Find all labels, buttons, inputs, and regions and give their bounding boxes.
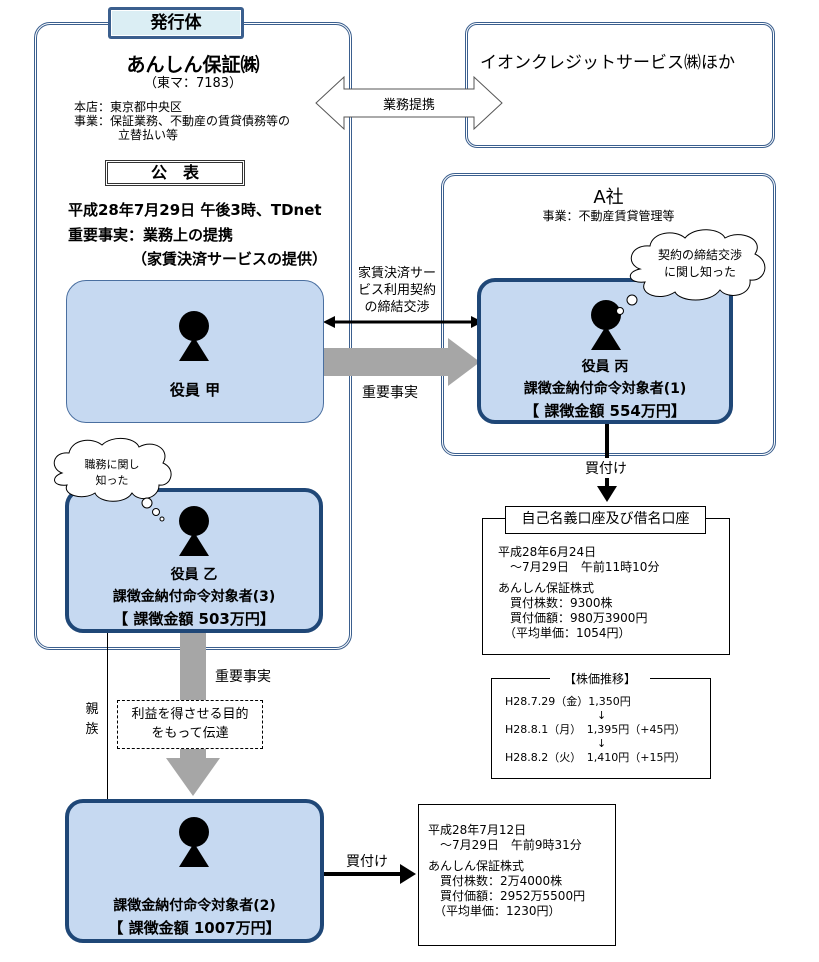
officer-otsu-penalty: 【 課徴金額 503万円】	[113, 610, 275, 628]
purchase-label-relative: 買付け	[346, 854, 388, 870]
thought-cloud-hei	[616, 229, 766, 315]
relative-penalty: 【 課徴金額 1007万円】	[108, 919, 281, 937]
account-details: 平成28年6月24日 ～7月29日 午前11時10分 あんしん保証株式 買付株数…	[498, 545, 660, 640]
relative-line	[107, 633, 108, 801]
material-fact: 重要事実：業務上の提携	[68, 226, 234, 244]
company-a-name: A社	[593, 187, 624, 208]
stock-price-title: 【株価推移】	[550, 670, 650, 687]
relative-target: 課徴金納付命令対象者(2)	[113, 898, 276, 914]
purchase-label-hei: 買付け	[583, 458, 629, 478]
person-icon	[179, 817, 209, 867]
officer-ko-box: 役員 甲	[66, 280, 324, 423]
stock-price-row: H28.8.1（月） 1,395円（+45円）	[505, 723, 686, 736]
officer-hei-penalty: 【 課徴金額 554万円】	[524, 402, 686, 420]
negotiation-label: 家賃決済サー ビス利用契約 の締結交渉	[357, 266, 436, 315]
alliance-double-arrow	[315, 75, 503, 131]
thought-cloud-otsu	[53, 438, 172, 522]
stock-price-row: H28.8.2（火） 1,410円（+15円）	[505, 751, 686, 764]
issuer-header-label: 発行体	[111, 10, 241, 36]
officer-hei-name: 役員 丙	[581, 359, 629, 375]
officer-otsu-name: 役員 乙	[170, 567, 218, 583]
announcement-label: 公 表	[150, 163, 199, 182]
company-a-business: 事業：不動産賃貸管理等	[542, 209, 675, 223]
officer-hei-target: 課徴金納付命令対象者(1)	[523, 381, 687, 397]
announcement-date: 平成28年7月29日 午後3時、TDnet	[68, 201, 322, 219]
officer-otsu-box: 役員 乙 課徴金納付命令対象者(3) 【 課徴金額 503万円】	[65, 488, 323, 633]
material-fact-detail: （家賃決済サービスの提供）	[132, 250, 328, 268]
partner-box	[465, 22, 775, 148]
announcement-label-box: 公 表	[105, 160, 245, 186]
relative-trade-box	[418, 804, 616, 946]
relative-label: 親 族	[85, 702, 99, 737]
person-icon	[179, 311, 209, 361]
issuer-company-name: あんしん保証㈱	[126, 54, 260, 76]
material-fact-arrow-label: 重要事実	[362, 385, 418, 401]
issuer-business-line1: 事業：保証業務、不動産の賃貸債務等の	[74, 114, 291, 128]
issuer-ticker: （東マ：7183）	[143, 76, 243, 91]
negotiation-arrow	[323, 316, 483, 328]
alliance-label: 業務提携	[382, 98, 435, 113]
thought-text-otsu: 職務に関し 知った	[84, 458, 140, 487]
officer-hei-box: 役員 丙 課徴金納付命令対象者(1) 【 課徴金額 554万円】	[477, 278, 733, 424]
relative-trade-details: 平成28年7月12日 ～7月29日 午前9時31分 あんしん保証株式 買付株数：…	[428, 823, 586, 918]
account-box	[482, 518, 730, 655]
relative-material-fact-label: 重要事実	[215, 669, 271, 685]
partner-name: イオンクレジットサービス㈱ほか	[480, 53, 735, 73]
issuer-business-line2: 立替払い等	[118, 128, 179, 142]
stock-price-down-arrow: ↓	[597, 737, 607, 750]
stock-price-row: H28.7.29（金）1,350円	[505, 695, 631, 708]
person-icon	[591, 300, 621, 350]
stock-price-down-arrow: ↓	[597, 709, 607, 722]
relative-box: 課徴金納付命令対象者(2) 【 課徴金額 1007万円】	[65, 799, 324, 943]
person-icon	[179, 506, 209, 556]
account-box-title: 自己名義口座及び借名口座	[505, 506, 706, 534]
purchase-arrow-down	[597, 424, 617, 502]
material-fact-arrow-right	[323, 338, 480, 386]
purchase-arrow-right	[324, 864, 416, 884]
issuer-header: 発行体	[108, 7, 244, 39]
thought-text-hei: 契約の締結交渉 に関し知った	[657, 248, 742, 279]
purpose-note: 利益を得させる目的 をもって伝達	[117, 700, 263, 749]
officer-otsu-target: 課徴金納付命令対象者(3)	[112, 589, 276, 605]
officer-ko-name: 役員 甲	[169, 381, 221, 399]
issuer-head-office: 本店：東京都中央区	[74, 100, 183, 114]
